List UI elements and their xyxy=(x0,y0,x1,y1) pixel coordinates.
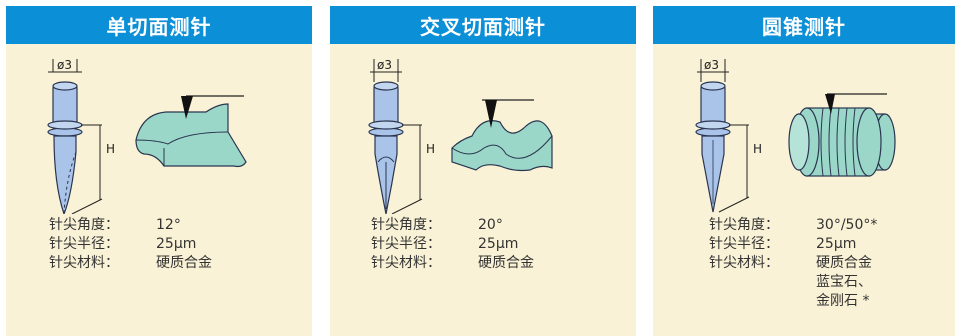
spec-label: 针尖材料： xyxy=(371,255,441,271)
spec-label: 针尖角度： xyxy=(371,217,441,233)
spec-label: 针尖角度： xyxy=(49,217,119,233)
spec-row: 针尖角度： 30°/50°* xyxy=(709,216,877,235)
workpiece xyxy=(451,120,553,172)
spec-row: 针尖材料： 硬质合金 蓝宝石、 金刚石 * xyxy=(709,254,877,311)
stylus-tip xyxy=(53,135,77,214)
spec-row: 针尖半径： 25µm xyxy=(371,235,534,254)
diameter-label: ø3 xyxy=(377,58,392,72)
probe-needle xyxy=(181,96,193,119)
spec-row: 针尖材料： 硬质合金 xyxy=(371,254,534,273)
probe-needle xyxy=(485,100,497,128)
probe-needle xyxy=(825,94,835,114)
stylus-collar xyxy=(695,120,731,130)
height-label: H xyxy=(753,142,762,156)
spec-value: 20° xyxy=(478,217,503,233)
stylus-panel-cross-cut: 交叉切面测针 ø3 H 针尖角度： 20° 针尖半径： 25µm 针尖材料： xyxy=(330,6,636,336)
diameter-label: ø3 xyxy=(704,58,719,72)
stylus-shank xyxy=(52,85,78,127)
stylus-panel-single-cut: 单切面测针 ø3 H 针尖角度： 12° 针尖半径： 25 xyxy=(6,6,312,336)
stylus-panel-conical: 圆锥测针 ø3 H 针尖角度： 30°/50°* 针尖半径： 25µ xyxy=(653,6,955,336)
spec-list: 针尖角度： 20° 针尖半径： 25µm 针尖材料： 硬质合金 xyxy=(371,216,534,273)
panel-title: 圆锥测针 xyxy=(653,6,955,44)
spec-value: 硬质合金 xyxy=(478,255,534,271)
spec-value: 硬质合金 xyxy=(156,255,212,271)
spec-row: 针尖半径： 25µm xyxy=(709,235,877,254)
single-cut-stylus-diagram: ø3 H xyxy=(47,58,247,214)
stylus-shank xyxy=(373,85,399,127)
spec-value: 金刚石 * xyxy=(816,293,870,309)
spec-label: 针尖半径： xyxy=(371,236,441,252)
spec-list: 针尖角度： 12° 针尖半径： 25µm 针尖材料： 硬质合金 xyxy=(49,216,212,273)
spec-label: 针尖半径： xyxy=(709,236,779,252)
stylus-collar xyxy=(47,120,83,130)
conical-stylus-diagram: ø3 H xyxy=(695,58,896,213)
spec-row: 针尖材料： 硬质合金 xyxy=(49,254,212,273)
height-label: H xyxy=(426,142,435,156)
spec-label: 针尖角度： xyxy=(709,217,779,233)
spec-row: 针尖半径： 25µm xyxy=(49,235,212,254)
spec-value: 25µm xyxy=(156,236,197,252)
spec-value: 30°/50°* xyxy=(816,217,878,233)
spec-value: 硬质合金 xyxy=(816,255,872,271)
spec-label: 针尖材料： xyxy=(709,255,779,271)
spec-list: 针尖角度： 30°/50°* 针尖半径： 25µm 针尖材料： 硬质合金 蓝宝石… xyxy=(709,216,877,311)
panel-title: 单切面测针 xyxy=(6,6,312,44)
spec-value: 12° xyxy=(156,217,181,233)
height-label: H xyxy=(106,142,115,156)
spec-value: 蓝宝石、 xyxy=(816,274,872,290)
stylus-shank xyxy=(700,85,726,127)
spec-row: 针尖角度： 12° xyxy=(49,216,212,235)
panel-title: 交叉切面测针 xyxy=(330,6,636,44)
cross-cut-stylus-diagram: ø3 H xyxy=(368,58,553,214)
spec-value: 25µm xyxy=(478,236,519,252)
spec-label: 针尖材料： xyxy=(49,255,119,271)
diameter-label: ø3 xyxy=(57,58,72,72)
stylus-collar xyxy=(368,120,404,130)
spec-label: 针尖半径： xyxy=(49,236,119,252)
spec-row: 针尖角度： 20° xyxy=(371,216,534,235)
spec-value: 25µm xyxy=(816,236,857,252)
